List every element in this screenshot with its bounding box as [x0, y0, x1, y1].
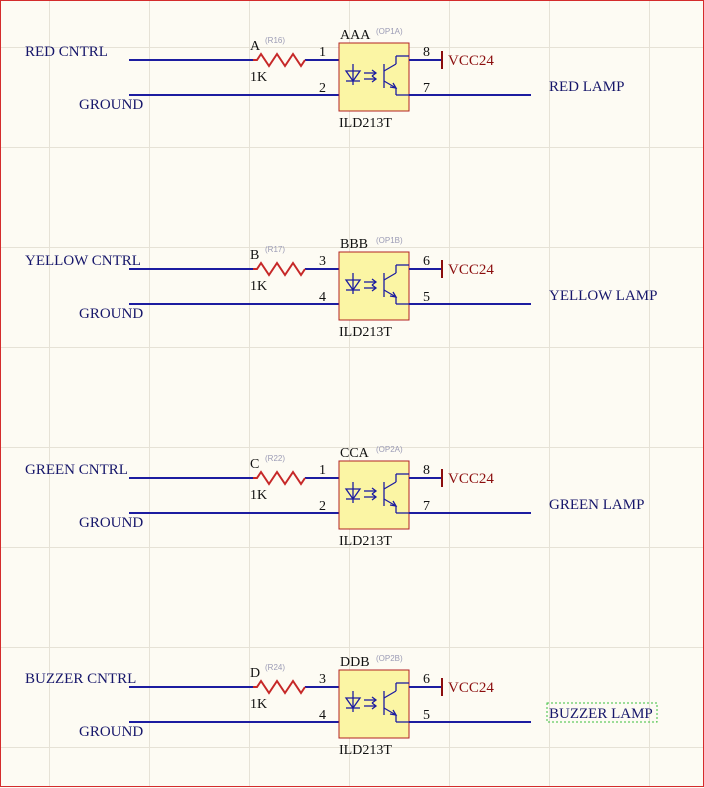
- resistor-designator: A: [250, 39, 261, 54]
- optocoupler-part-number: ILD213T: [339, 534, 392, 549]
- resistor-designator: D: [250, 666, 260, 681]
- light-arrow-head-2: [371, 702, 378, 710]
- light-arrow-head-1: [371, 487, 378, 495]
- transistor-collector: [383, 63, 397, 72]
- resistor-comment: (R16): [265, 36, 285, 45]
- output-net-label[interactable]: BUZZER LAMP: [549, 706, 653, 722]
- optocoupler-comment: (OP1A): [376, 27, 403, 36]
- led-triangle: [344, 488, 362, 501]
- resistor-value: 1K: [250, 488, 267, 503]
- light-arrow-head-2: [371, 284, 378, 292]
- pin-number-emitter: 7: [423, 81, 430, 96]
- channel-1[interactable]: RED CNTRL GROUND A (R16) 1K AAA (OP1A) ILD213T 1…: [25, 27, 624, 131]
- transistor-collector: [383, 272, 397, 281]
- pin-number-anode: 3: [319, 672, 326, 687]
- control-net-label: YELLOW CNTRL: [25, 253, 141, 269]
- resistor-value: 1K: [250, 70, 267, 85]
- pin-number-cathode: 4: [319, 708, 326, 723]
- ground-net-label: GROUND: [79, 515, 143, 531]
- light-arrow-head-2: [371, 75, 378, 83]
- ground-net-label: GROUND: [79, 97, 143, 113]
- resistor-symbol[interactable]: [253, 52, 306, 68]
- resistor-comment: (R17): [265, 245, 285, 254]
- ground-net-label: GROUND: [79, 306, 143, 322]
- optocoupler-designator: BBB: [340, 237, 368, 252]
- vcc24-label: VCC24: [448, 680, 494, 696]
- light-arrow-head-1: [371, 278, 378, 286]
- vcc24-label: VCC24: [448, 471, 494, 487]
- optocoupler-part-number: ILD213T: [339, 743, 392, 758]
- pin-number-collector: 8: [423, 45, 430, 60]
- output-net-label: GREEN LAMP: [549, 497, 644, 513]
- led-triangle: [344, 70, 362, 83]
- transistor-collector: [383, 690, 397, 699]
- pin-number-collector: 6: [423, 672, 430, 687]
- optocoupler-designator: AAA: [340, 28, 371, 43]
- transistor-emitter: [383, 80, 397, 89]
- transistor-emitter: [383, 707, 397, 716]
- control-net-label: GREEN CNTRL: [25, 462, 128, 478]
- pin-number-cathode: 2: [319, 499, 326, 514]
- pin-number-anode: 1: [319, 463, 326, 478]
- optocoupler-designator: DDB: [340, 655, 370, 670]
- optocoupler-comment: (OP2A): [376, 445, 403, 454]
- pin-number-collector: 6: [423, 254, 430, 269]
- resistor-designator: C: [250, 457, 259, 472]
- output-net-label: RED LAMP: [549, 79, 624, 95]
- transistor-emitter: [383, 498, 397, 507]
- pin-number-emitter: 7: [423, 499, 430, 514]
- channel-3[interactable]: GREEN CNTRL GROUND C (R22) 1K CCA (OP2A) ILD213…: [25, 445, 644, 549]
- resistor-symbol[interactable]: [253, 470, 306, 486]
- transistor-collector: [383, 481, 397, 490]
- pin-number-emitter: 5: [423, 290, 430, 305]
- resistor-symbol[interactable]: [253, 261, 306, 277]
- resistor-value: 1K: [250, 697, 267, 712]
- resistor-symbol[interactable]: [253, 679, 306, 695]
- optocoupler-comment: (OP2B): [376, 654, 403, 663]
- channel-2[interactable]: YELLOW CNTRL GROUND B (R17) 1K BBB (OP1B) ILD21…: [25, 236, 657, 340]
- vcc24-label: VCC24: [448, 53, 494, 69]
- pin-number-anode: 1: [319, 45, 326, 60]
- control-net-label: BUZZER CNTRL: [25, 671, 136, 687]
- selection-highlight: [546, 702, 658, 723]
- optocoupler-part-number: ILD213T: [339, 116, 392, 131]
- pin-number-anode: 3: [319, 254, 326, 269]
- pin-number-cathode: 2: [319, 81, 326, 96]
- optocoupler-designator: CCA: [340, 446, 370, 461]
- resistor-comment: (R24): [265, 663, 285, 672]
- resistor-comment: (R22): [265, 454, 285, 463]
- pin-number-collector: 8: [423, 463, 430, 478]
- led-triangle: [344, 697, 362, 710]
- pin-number-cathode: 4: [319, 290, 326, 305]
- output-net-label: YELLOW LAMP: [549, 288, 657, 304]
- control-net-label: RED CNTRL: [25, 44, 108, 60]
- pin-number-emitter: 5: [423, 708, 430, 723]
- vcc24-label: VCC24: [448, 262, 494, 278]
- optocoupler-comment: (OP1B): [376, 236, 403, 245]
- resistor-designator: B: [250, 248, 259, 263]
- resistor-value: 1K: [250, 279, 267, 294]
- optocoupler-part-number: ILD213T: [339, 325, 392, 340]
- channel-4[interactable]: BUZZER CNTRL GROUND D (R24) 1K DDB (OP2B) ILD21…: [25, 654, 658, 758]
- led-triangle: [344, 279, 362, 292]
- light-arrow-head-1: [371, 696, 378, 704]
- light-arrow-head-2: [371, 493, 378, 501]
- light-arrow-head-1: [371, 69, 378, 77]
- transistor-emitter: [383, 289, 397, 298]
- ground-net-label: GROUND: [79, 724, 143, 740]
